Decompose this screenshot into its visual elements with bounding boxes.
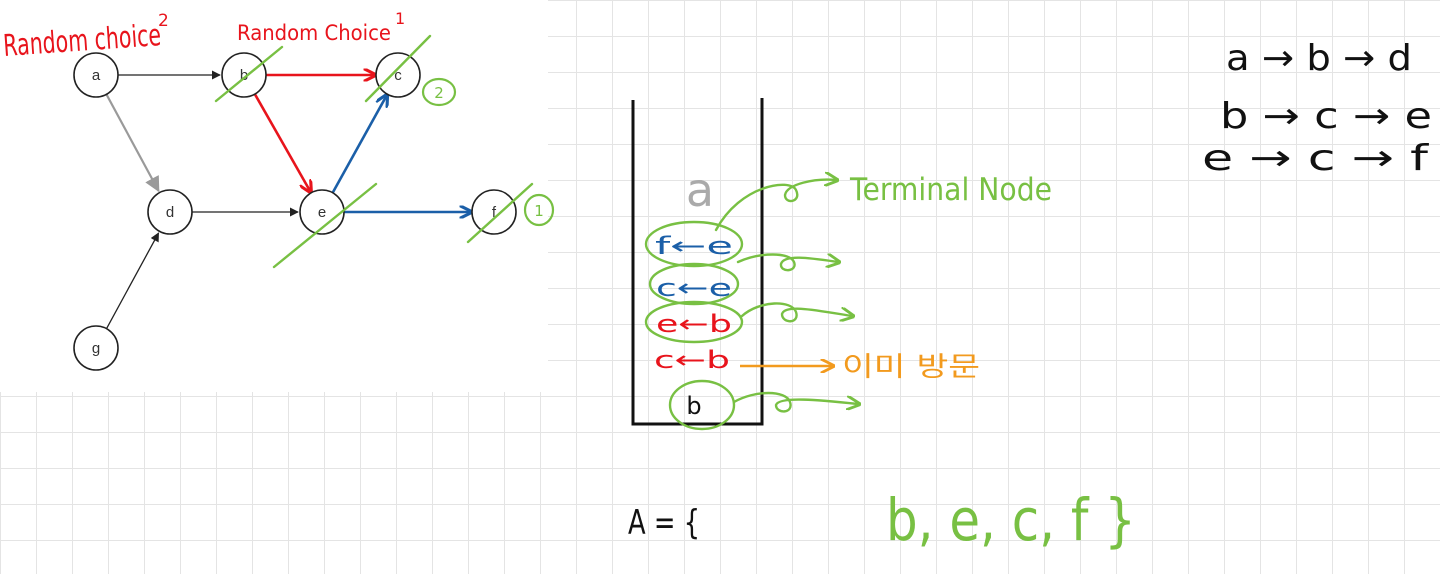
- stack-top-item: a: [686, 163, 714, 217]
- node-e: e: [299, 189, 345, 235]
- stack-item: f←e: [655, 232, 733, 260]
- path-sequence: a → b → d: [1226, 38, 1412, 79]
- svg-text:2: 2: [434, 84, 444, 102]
- stack-item: c←e: [656, 274, 732, 302]
- node-label: a: [92, 67, 101, 84]
- result-values: b, e, c, f }: [886, 486, 1136, 554]
- popped-item-circles: [644, 220, 744, 431]
- node-c: c: [375, 52, 421, 98]
- graph-edges: [105, 75, 470, 329]
- node-label: g: [92, 340, 100, 357]
- node-a: a: [73, 52, 119, 98]
- node-circle: [375, 52, 421, 98]
- visit-order-f: 1: [523, 193, 555, 227]
- edge-b-e: [253, 93, 310, 191]
- visit-order-c: 2: [421, 77, 457, 107]
- terminal-node-arrow: [714, 180, 836, 232]
- path-sequence: b → c → e: [1220, 96, 1432, 137]
- node-label: c: [394, 67, 402, 84]
- result-prefix: A = {: [628, 503, 700, 543]
- random-choice-2-label: Random choice: [2, 18, 162, 64]
- node-circle: [147, 189, 193, 235]
- path-sequence: e → c → f: [1202, 138, 1430, 179]
- node-circle: [471, 189, 517, 235]
- node-d: d: [147, 189, 193, 235]
- edge-g-d: [105, 232, 160, 329]
- random-choice-2-sup: 2: [158, 11, 169, 31]
- stack-item: b: [686, 392, 701, 420]
- already-visited-label: 이미 방문: [842, 352, 980, 383]
- edge-e-c: [331, 96, 387, 194]
- edge-a-d: [105, 93, 160, 193]
- graph-nodes: a b c d e f g: [73, 52, 517, 371]
- random-choice-1-label: Random Choice: [237, 21, 391, 45]
- stack-item: c←b: [654, 346, 730, 374]
- node-f: f: [471, 189, 517, 235]
- svg-text:1: 1: [534, 202, 544, 220]
- random-choice-1-sup: 1: [395, 9, 405, 28]
- terminal-node-label: Terminal Node: [849, 172, 1052, 208]
- node-circle: [73, 325, 119, 371]
- visited-strikes: [214, 34, 534, 269]
- stack-item: e←b: [656, 310, 732, 338]
- node-circle: [299, 189, 345, 235]
- node-label: b: [240, 67, 248, 84]
- node-g: g: [73, 325, 119, 371]
- node-label: d: [166, 204, 174, 221]
- node-label: e: [318, 204, 326, 221]
- stack-container: [631, 98, 764, 426]
- node-label: f: [492, 204, 497, 221]
- pop-arrows: [732, 255, 858, 413]
- node-circle: [73, 52, 119, 98]
